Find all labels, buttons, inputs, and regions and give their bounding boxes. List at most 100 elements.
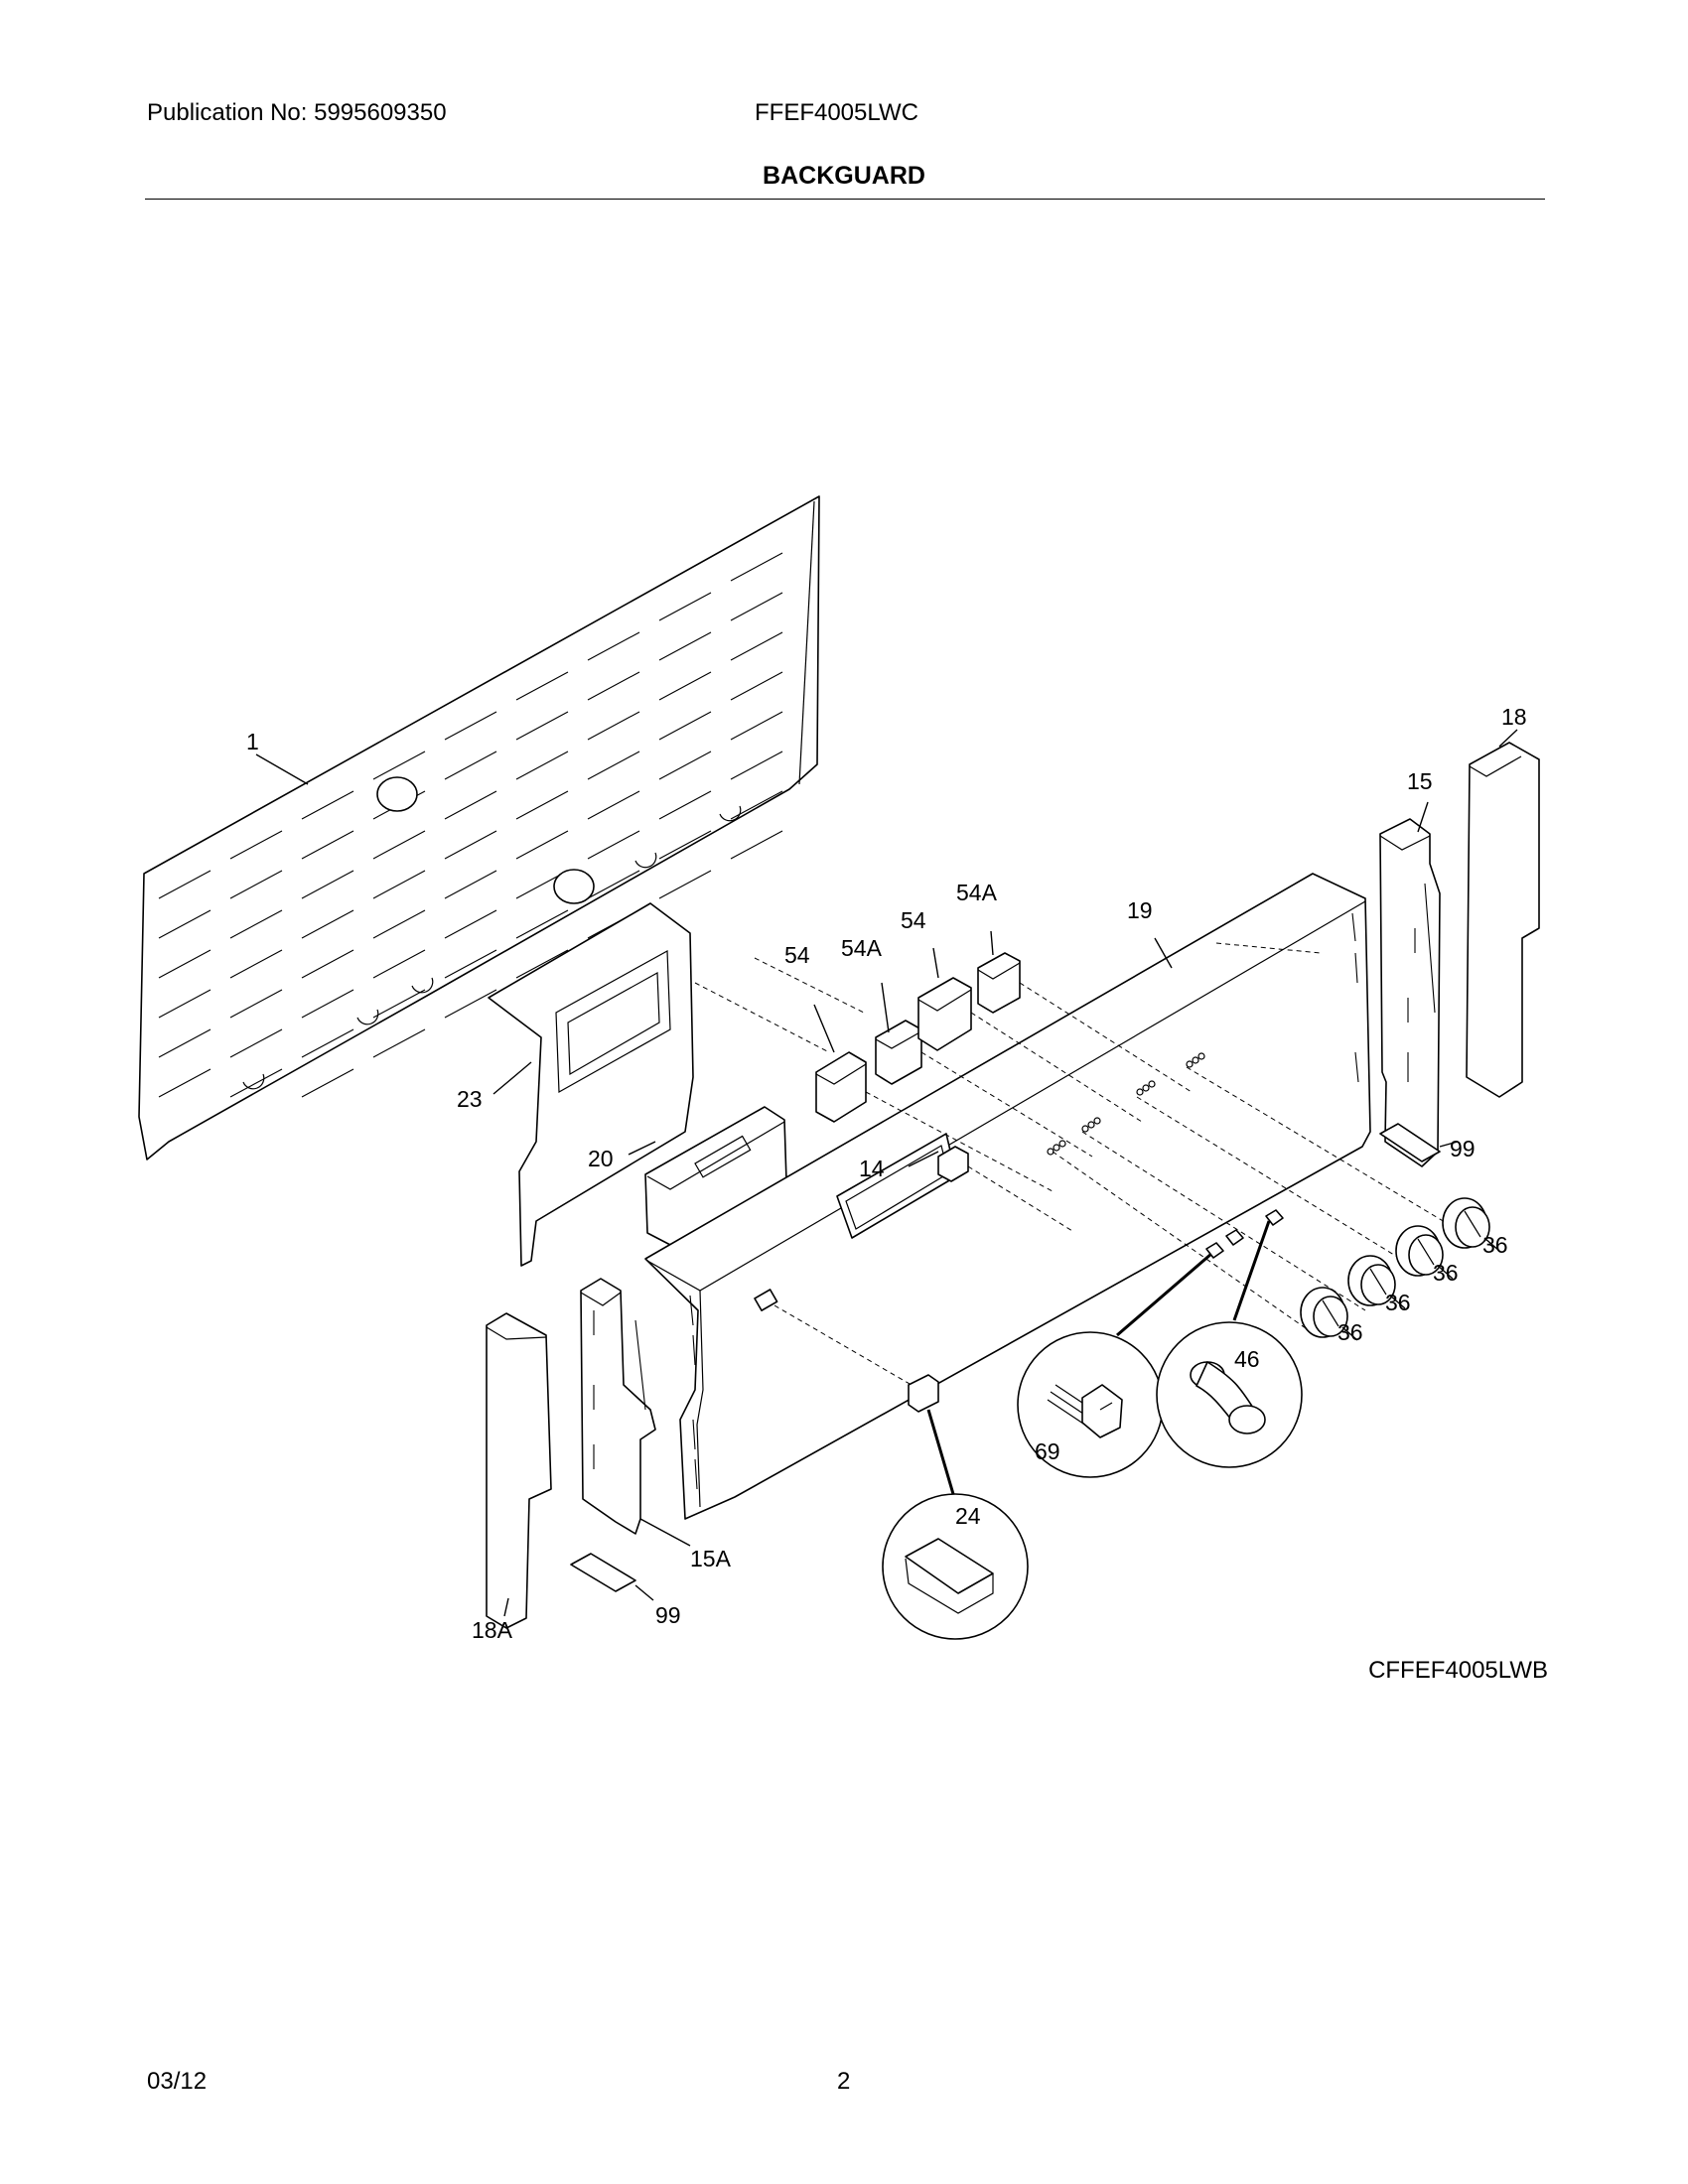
vent-slot — [229, 830, 283, 860]
vent-slot — [587, 671, 640, 701]
vent-slot — [587, 751, 640, 780]
vent-slot — [301, 790, 354, 820]
side-bracket-part-15a — [580, 1278, 691, 1547]
page-title: BACKGUARD — [763, 162, 925, 190]
vent-slot — [658, 870, 712, 899]
callout-23: 23 — [457, 1086, 483, 1112]
knob-hole — [1192, 1056, 1199, 1064]
vent-slot — [158, 870, 211, 899]
panel-hole — [553, 869, 595, 904]
side-bracket-part-15 — [1379, 801, 1441, 1167]
callout-99-left: 99 — [655, 1602, 681, 1628]
vent-slot — [444, 989, 497, 1019]
switch-54a-right — [977, 952, 1021, 1014]
screw-part-69 — [1017, 1252, 1212, 1478]
switch-54a-left — [875, 1020, 922, 1085]
model-number: FFEF4005LWC — [755, 99, 918, 126]
vent-slot — [730, 830, 783, 860]
vent-slot — [515, 790, 569, 820]
vent-slot — [587, 790, 640, 820]
vent-slot — [515, 949, 569, 979]
vent-slot — [515, 909, 569, 939]
vent-slot — [301, 949, 354, 979]
vent-slot — [444, 949, 497, 979]
page-number: 2 — [837, 2068, 851, 2095]
vent-slot — [444, 790, 497, 820]
callout-1: 1 — [246, 729, 259, 754]
header-divider — [145, 199, 1545, 200]
vent-slot — [587, 711, 640, 741]
callout-36-b: 36 — [1433, 1260, 1459, 1286]
callout-54-left: 54 — [784, 942, 810, 968]
knob-hole — [1197, 1052, 1205, 1060]
vent-slot — [515, 830, 569, 860]
vent-slot — [730, 631, 783, 661]
vent-slot — [587, 870, 640, 899]
callout-36-c: 36 — [1385, 1290, 1411, 1315]
vent-slot — [444, 751, 497, 780]
vent-slot — [301, 909, 354, 939]
callout-15a: 15A — [690, 1546, 732, 1571]
vent-slot — [658, 751, 712, 780]
vent-slot — [444, 870, 497, 899]
vent-slot — [301, 989, 354, 1019]
vent-slot — [658, 830, 712, 860]
vent-slot — [372, 870, 426, 899]
vent-slot — [515, 671, 569, 701]
control-panel-part-19 — [644, 873, 1371, 1520]
callout-19: 19 — [1127, 897, 1153, 923]
switch-part-14 — [908, 1146, 969, 1182]
vent-slot — [229, 989, 283, 1019]
vent-slot — [301, 1068, 354, 1098]
infinite-switches-part-54 — [813, 930, 1021, 1123]
vent-slot — [587, 631, 640, 661]
callouts: 1 18 15 54A 54 19 54A 54 23 14 99 20 36 … — [246, 704, 1527, 1643]
switch-54-right — [917, 977, 972, 1051]
callout-46: 46 — [1234, 1346, 1260, 1372]
callout-15: 15 — [1407, 768, 1433, 794]
control-knobs-part-36 — [1300, 1197, 1500, 1341]
vent-slot — [444, 830, 497, 860]
vent-slot — [587, 830, 640, 860]
clip-part-46 — [1156, 1220, 1303, 1468]
vent-slot — [730, 592, 783, 621]
vent-slot — [658, 711, 712, 741]
vent-slot — [658, 671, 712, 701]
knob — [1442, 1197, 1500, 1252]
vent-slot — [158, 949, 211, 979]
callout-69: 69 — [1035, 1438, 1060, 1464]
knob-hole — [1186, 1060, 1194, 1068]
callout-18a: 18A — [472, 1617, 513, 1643]
vent-slot — [658, 631, 712, 661]
knob — [1347, 1255, 1406, 1309]
vent-slot — [372, 830, 426, 860]
callout-24: 24 — [955, 1503, 981, 1529]
knob-hole — [1047, 1148, 1055, 1156]
knob — [1395, 1225, 1454, 1280]
vent-slot — [301, 1028, 354, 1058]
vent-slot — [158, 1068, 211, 1098]
callout-36-a: 36 — [1482, 1232, 1508, 1258]
vent-slot — [372, 949, 426, 979]
vent-slot — [730, 711, 783, 741]
vent-slot — [658, 790, 712, 820]
end-cap-part-18a — [486, 1312, 552, 1629]
publication-number: Publication No: 5995609350 — [147, 99, 447, 126]
knob-hole — [1087, 1121, 1095, 1129]
callout-54a-top: 54A — [956, 880, 998, 905]
vent-slot — [229, 870, 283, 899]
vent-slot — [730, 751, 783, 780]
clock-control-part-20 — [628, 1106, 787, 1247]
callout-54-mid: 54 — [901, 907, 926, 933]
callout-14: 14 — [859, 1156, 885, 1181]
vent-slot — [515, 711, 569, 741]
panel-screws — [1205, 1209, 1284, 1259]
rear-panel-part-1 — [138, 495, 820, 1160]
callout-36-d: 36 — [1337, 1319, 1363, 1345]
vent-slot — [444, 909, 497, 939]
spacer-part-99-right — [1379, 1123, 1459, 1162]
vent-slot — [301, 870, 354, 899]
vent-slot — [658, 592, 712, 621]
vent-slot — [372, 1028, 426, 1058]
